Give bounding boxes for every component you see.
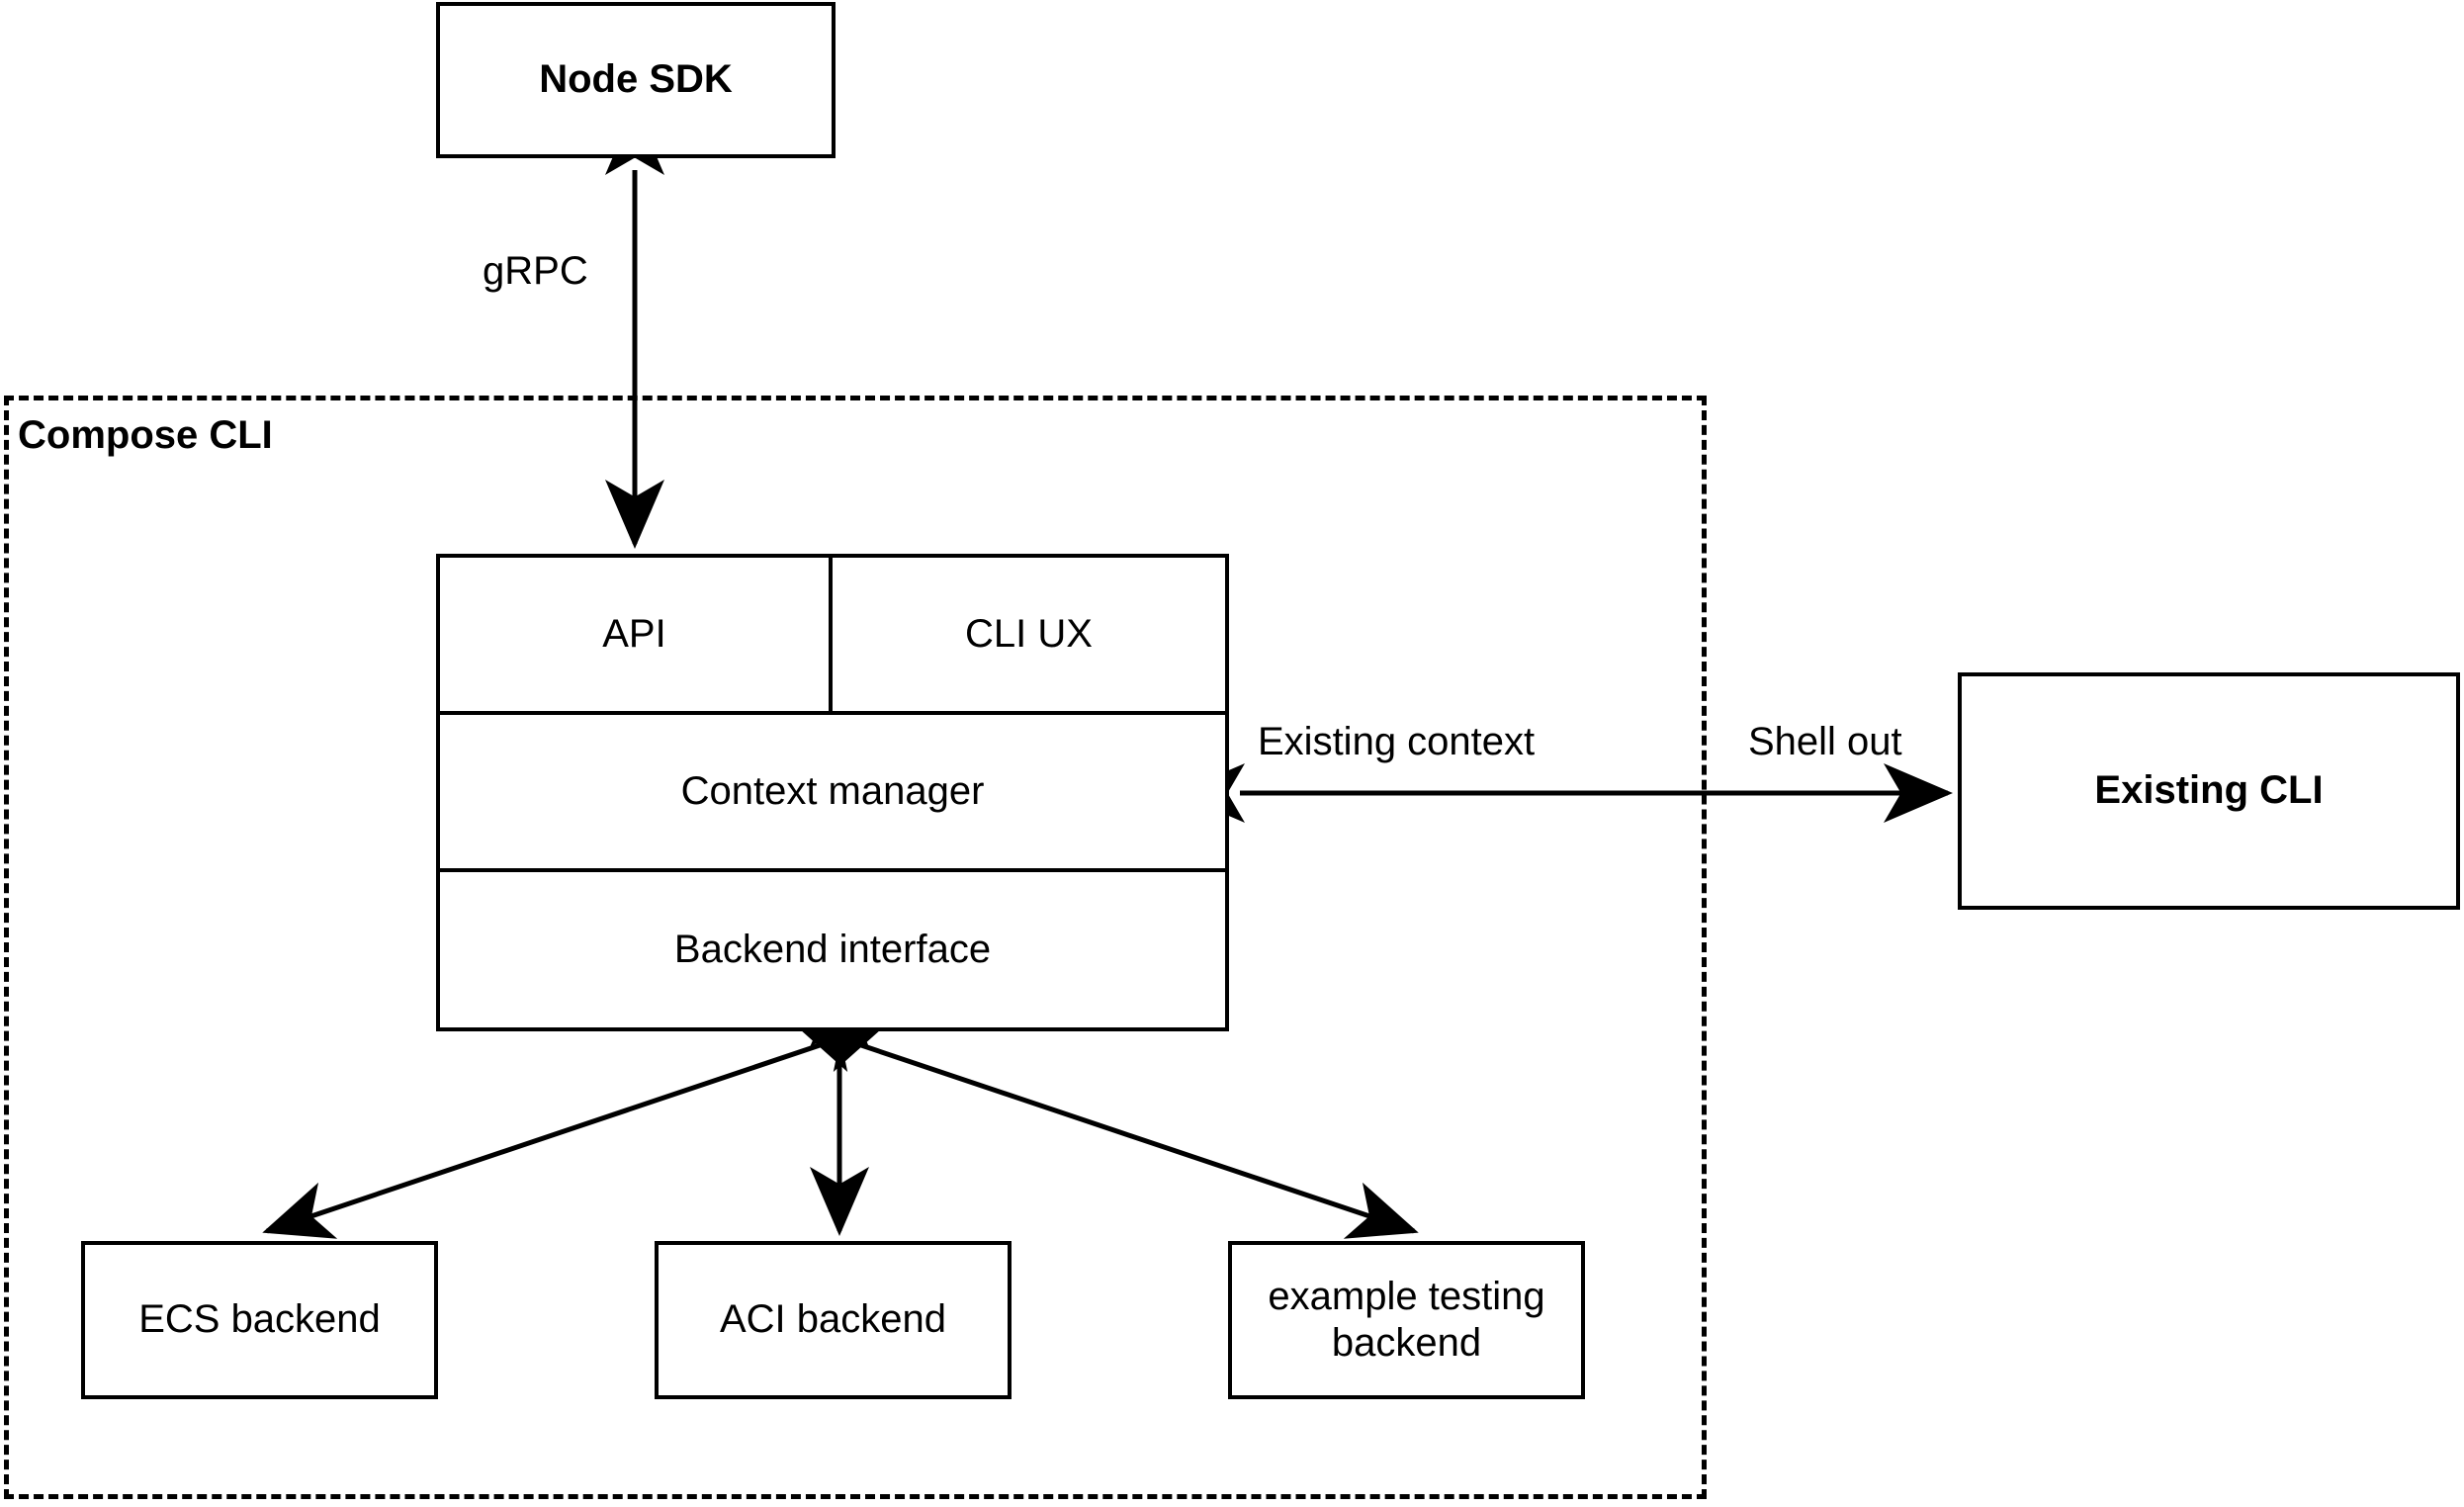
ecs-backend-box: ECS backend — [81, 1241, 438, 1399]
backend-interface-cell: Backend interface — [440, 872, 1225, 1027]
example-testing-backend-box: example testing backend — [1228, 1241, 1585, 1399]
aci-backend-box: ACI backend — [655, 1241, 1012, 1399]
compose-cli-stack: API CLI UX Context manager Backend inter… — [436, 554, 1229, 1031]
ecs-backend-label: ECS backend — [138, 1297, 381, 1342]
existing-cli-box: Existing CLI — [1958, 672, 2460, 910]
example-testing-backend-label: example testing backend — [1258, 1274, 1554, 1367]
stack-row-api-cliux: API CLI UX — [440, 558, 1225, 715]
cli-ux-label: CLI UX — [965, 612, 1093, 656]
compose-cli-label: Compose CLI — [18, 413, 273, 457]
edge-label-grpc: gRPC — [483, 249, 588, 293]
node-sdk-box: Node SDK — [436, 2, 836, 158]
existing-cli-label: Existing CLI — [2094, 768, 2324, 813]
node-sdk-label: Node SDK — [539, 57, 733, 102]
edge-label-shell-out: Shell out — [1748, 720, 1902, 763]
context-manager-label: Context manager — [680, 769, 985, 813]
backend-interface-label: Backend interface — [673, 928, 992, 971]
api-label: API — [602, 612, 666, 656]
cli-ux-cell: CLI UX — [833, 558, 1225, 711]
aci-backend-label: ACI backend — [719, 1297, 947, 1342]
context-manager-cell: Context manager — [440, 715, 1225, 872]
example-testing-backend-line-1: example testing — [1268, 1274, 1545, 1318]
edge-label-existing-context: Existing context — [1258, 720, 1536, 763]
example-testing-backend-line-2: backend — [1331, 1321, 1482, 1365]
compose-cli-boundary — [4, 396, 1707, 1499]
api-cell: API — [440, 558, 833, 711]
